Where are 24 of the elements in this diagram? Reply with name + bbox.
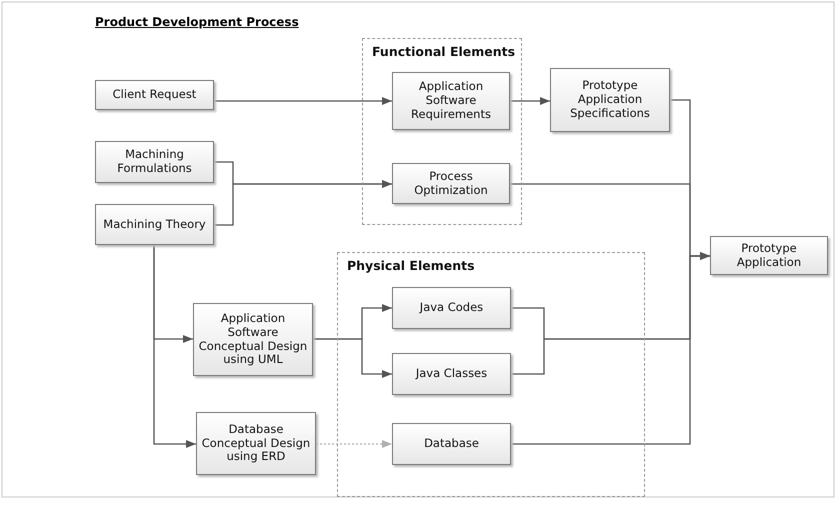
arrow <box>153 245 196 448</box>
arrow <box>510 97 550 105</box>
arrow <box>313 338 392 378</box>
arrow <box>214 97 392 105</box>
diagram-title: Product Development Process <box>95 15 299 29</box>
process-box: Client Request <box>95 80 214 110</box>
group-title: Functional Elements <box>372 44 516 59</box>
process-box: Prototype Application <box>710 236 828 275</box>
process-box: Machining Theory <box>95 204 214 245</box>
arrow <box>511 252 710 445</box>
process-box: Java Classes <box>392 353 511 395</box>
process-box: Application Software Conceptual Design using UML <box>193 303 313 376</box>
dashed-group <box>362 38 522 225</box>
dashed-group <box>337 252 645 497</box>
process-box: Process Optimization <box>392 163 510 204</box>
arrow <box>214 180 392 226</box>
process-box: Application Software Requirements <box>392 72 510 130</box>
group-title: Physical Elements <box>347 258 475 273</box>
process-box: Database <box>392 423 511 465</box>
process-box: Java Codes <box>392 287 511 329</box>
process-box: Database Conceptual Design using ERD <box>196 412 316 475</box>
process-box: Prototype Application Specifications <box>550 68 670 132</box>
process-box: Machining Formulations <box>95 141 214 183</box>
arrow <box>316 440 392 448</box>
